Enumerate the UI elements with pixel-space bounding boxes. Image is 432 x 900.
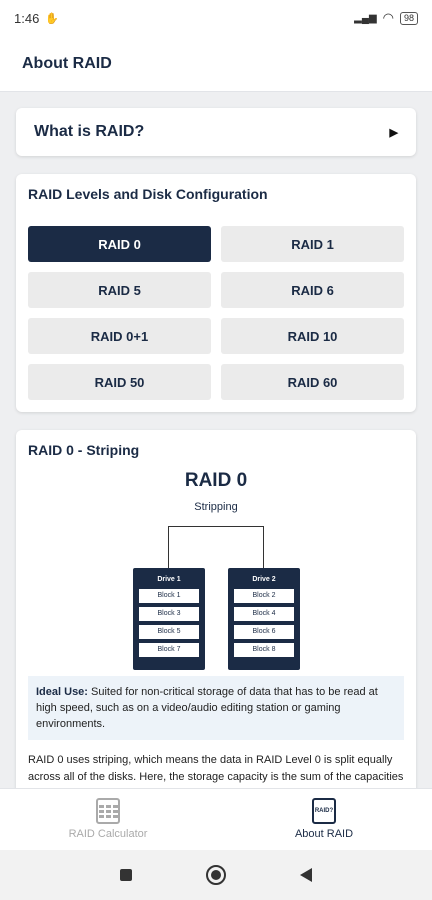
raid-levels-card: RAID Levels and Disk Configuration RAID … — [16, 174, 416, 412]
raid-5-button[interactable]: RAID 5 — [28, 272, 211, 308]
block: Block 1 — [139, 589, 199, 603]
notification-icon: ✋ — [45, 12, 60, 25]
bottom-nav: RAID Calculator RAID? About RAID — [0, 788, 432, 850]
levels-grid: RAID 0 RAID 1 RAID 5 RAID 6 RAID 0+1 RAI… — [28, 226, 404, 400]
ideal-use-box: Ideal Use: Suited for non-critical stora… — [28, 676, 404, 740]
diagram-subtitle: Stripping — [194, 501, 238, 513]
calculator-icon — [96, 798, 120, 824]
connector-line — [168, 526, 169, 568]
raid-diagram: RAID 0 Stripping Drive 1 Block 1 Block 3… — [28, 464, 404, 670]
block: Block 7 — [139, 643, 199, 657]
nav-label: About RAID — [294, 828, 354, 840]
signal-icon: ▂▄▆ — [354, 12, 377, 24]
chevron-right-icon: ▶ — [389, 126, 398, 139]
battery-icon: 98 — [399, 11, 418, 25]
page-title: About RAID — [0, 36, 432, 92]
raid-0-button[interactable]: RAID 0 — [28, 226, 211, 262]
block: Block 4 — [234, 607, 294, 621]
wifi-icon: ◠ — [382, 10, 394, 25]
ideal-use-label: Ideal Use: — [36, 686, 88, 698]
drive-2: Drive 2 Block 2 Block 4 Block 6 Block 8 — [228, 568, 300, 670]
raid-60-button[interactable]: RAID 60 — [221, 364, 404, 400]
status-time: 1:46 — [14, 10, 40, 26]
drive-name: Drive 2 — [252, 576, 276, 583]
nav-raid-calculator[interactable]: RAID Calculator — [0, 789, 216, 850]
home-icon[interactable] — [206, 865, 226, 885]
raid-1-button[interactable]: RAID 1 — [221, 226, 404, 262]
raid-6-button[interactable]: RAID 6 — [221, 272, 404, 308]
raid-0-1-button[interactable]: RAID 0+1 — [28, 318, 211, 354]
nav-label: RAID Calculator — [68, 828, 148, 840]
scroll-content[interactable]: What is RAID? ▶ RAID Levels and Disk Con… — [0, 92, 432, 788]
block: Block 3 — [139, 607, 199, 621]
drive-1: Drive 1 Block 1 Block 3 Block 5 Block 7 — [133, 568, 205, 670]
levels-title: RAID Levels and Disk Configuration — [28, 186, 268, 202]
raid-info-icon: RAID? — [312, 798, 336, 824]
recents-icon[interactable] — [120, 869, 132, 881]
block: Block 8 — [234, 643, 294, 657]
ideal-use-text: Suited for non-critical storage of data … — [36, 686, 378, 730]
nav-about-raid[interactable]: RAID? About RAID — [216, 789, 432, 850]
drive-name: Drive 1 — [157, 576, 181, 583]
diagram-title: RAID 0 — [184, 470, 248, 491]
raid-50-button[interactable]: RAID 50 — [28, 364, 211, 400]
what-is-raid-card[interactable]: What is RAID? ▶ — [16, 108, 416, 156]
description-text: RAID 0 uses striping, which means the da… — [28, 754, 404, 783]
status-bar: 1:46 ✋ ▂▄▆ ◠ 98 — [0, 0, 432, 36]
raid-10-button[interactable]: RAID 10 — [221, 318, 404, 354]
status-icons: ▂▄▆ ◠ 98 — [354, 10, 418, 26]
detail-title: RAID 0 - Striping — [28, 442, 140, 458]
block: Block 6 — [234, 625, 294, 639]
block: Block 2 — [234, 589, 294, 603]
connector-line — [168, 526, 264, 527]
back-icon[interactable] — [300, 868, 312, 882]
system-nav-bar — [0, 850, 432, 900]
connector-line — [263, 526, 264, 568]
what-is-raid-label: What is RAID? — [34, 123, 145, 140]
block: Block 5 — [139, 625, 199, 639]
raid-detail-card: RAID 0 - Striping RAID 0 Stripping Drive… — [16, 430, 416, 788]
